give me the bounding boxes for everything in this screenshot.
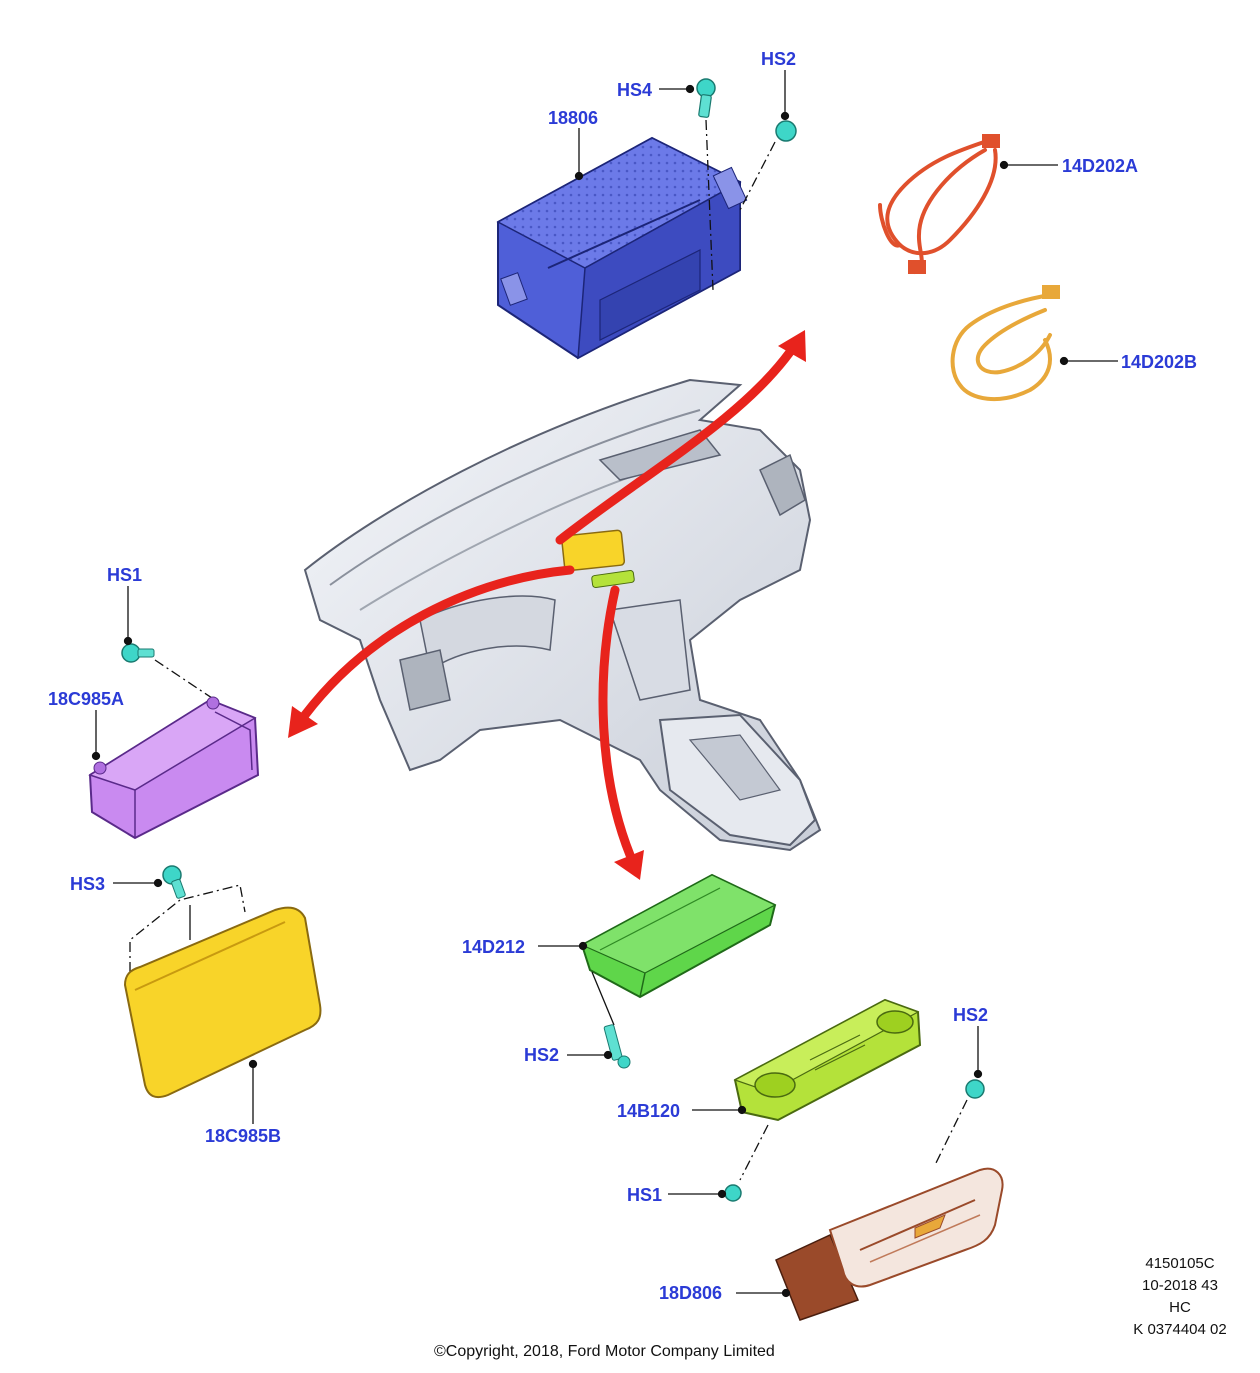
reference-code: 4150105C	[1145, 1255, 1215, 1272]
label-hs3: HS3	[70, 874, 106, 894]
hs1-bottom-screw	[724, 1124, 769, 1202]
reference-date: 10-2018 43	[1142, 1277, 1218, 1294]
module-18c985a	[88, 696, 260, 840]
label-14d202b: 14D202B	[1121, 352, 1198, 372]
instrument-panel	[303, 378, 822, 852]
arrow-head-14d212	[614, 850, 644, 880]
label-hs1-left: HS1	[107, 565, 143, 585]
hs2-top-nut	[739, 120, 797, 211]
label-18c985a: 18C985A	[48, 689, 125, 709]
hs3-bolt	[129, 865, 246, 972]
hs2-mid-screw	[591, 971, 631, 1069]
hs2-right-nut	[934, 1079, 985, 1166]
reference-block: 4150105C 10-2018 43 HC K 0374404 02	[1120, 1253, 1240, 1341]
copyright-notice: ©Copyright, 2018, Ford Motor Company Lim…	[434, 1343, 775, 1360]
module-18806	[496, 136, 748, 360]
bezel-18d806	[775, 1167, 1004, 1321]
label-hs2-right: HS2	[953, 1005, 989, 1025]
leader-lines	[91, 70, 1118, 1298]
label-18c985b: 18C985B	[205, 1126, 282, 1146]
label-14d202a: 14D202A	[1062, 156, 1139, 176]
label-hs4: HS4	[617, 80, 653, 100]
harness-14d202a	[878, 134, 1000, 274]
arrow-to-18c985a	[300, 565, 575, 720]
label-14d212: 14D212	[462, 937, 526, 957]
arrow-head-18806	[778, 330, 806, 362]
screen-18c985b	[123, 906, 322, 1099]
hs1-left-screw	[121, 643, 216, 701]
harness-14d202b	[950, 285, 1060, 402]
hs4-bolt	[696, 78, 716, 291]
arrow-to-14d212	[598, 585, 635, 860]
label-hs2-top: HS2	[761, 49, 797, 69]
label-hs2-mid: HS2	[524, 1045, 560, 1065]
red-arrows	[288, 330, 806, 880]
label-18d806: 18D806	[659, 1283, 723, 1303]
arrow-to-18806	[555, 347, 795, 545]
reference-initials: HC	[1169, 1299, 1191, 1316]
reference-number: K 0374404 02	[1133, 1321, 1227, 1338]
label-hs1-bottom: HS1	[627, 1185, 663, 1205]
label-14b120: 14B120	[617, 1101, 681, 1121]
arrow-head-18c985a	[288, 706, 318, 738]
control-panel-14b120	[733, 998, 922, 1122]
label-18806: 18806	[548, 108, 599, 128]
module-14d212	[580, 873, 777, 999]
